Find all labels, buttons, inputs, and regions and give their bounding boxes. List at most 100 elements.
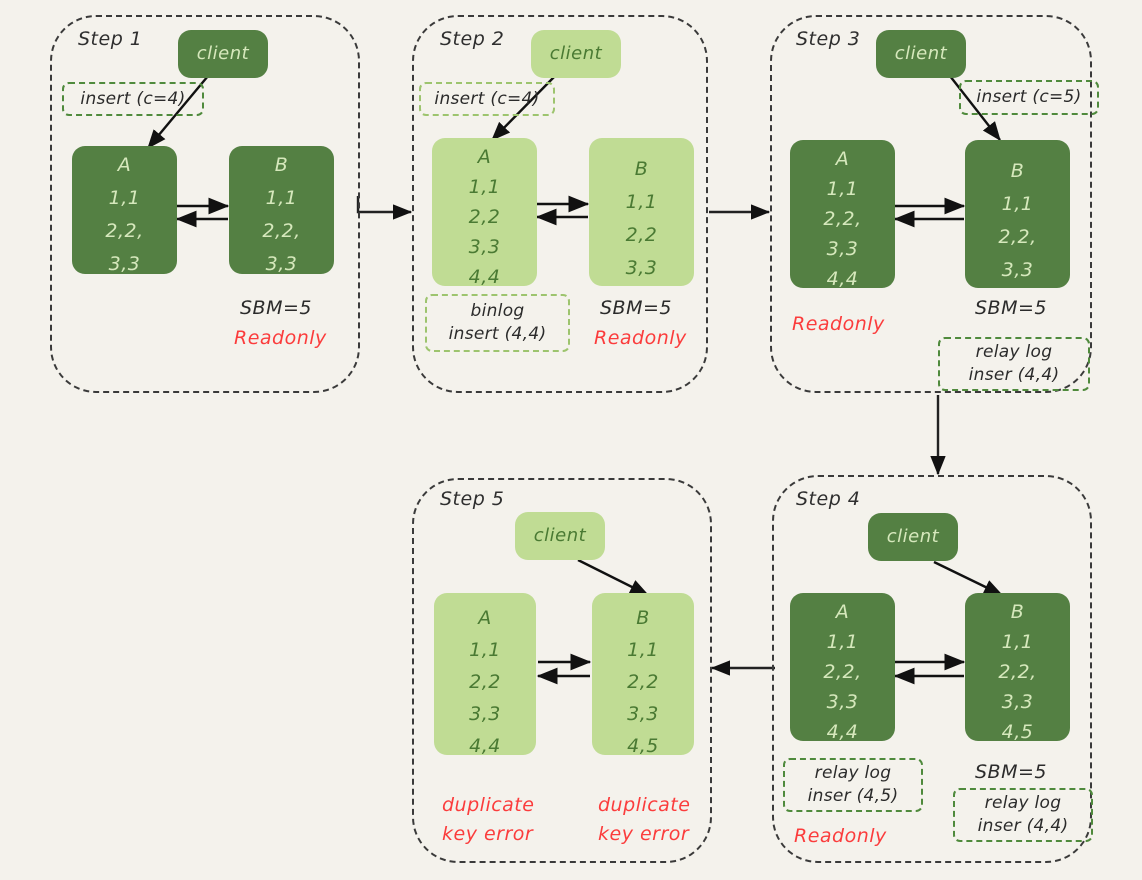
step3-node-b-row-1: 2,2, — [998, 226, 1037, 248]
step2-title: Step 2 — [440, 28, 505, 50]
step2-readonly-note: Readonly — [594, 327, 687, 349]
step2-sbm-note: SBM=5 — [600, 297, 672, 319]
step1-node-a-row-2: 3,3 — [108, 253, 141, 275]
step5-node-b-label: B — [636, 607, 650, 629]
step5-client-label: client — [533, 525, 587, 546]
step5-error-b-line2: key error — [598, 823, 690, 845]
step5-node-a-label: A — [478, 607, 492, 629]
step1-insert-tag: insert (c=4) — [62, 82, 204, 116]
step4-node-a[interactable]: A 1,1 2,2, 3,3 4,4 — [790, 593, 895, 743]
panel-step4[interactable] — [772, 475, 1092, 863]
step4-readonly-note: Readonly — [794, 825, 887, 847]
step5-error-a-line2: key error — [442, 823, 534, 845]
step2-node-b-row-1: 2,2 — [625, 224, 658, 246]
step4-node-a-row-0: 1,1 — [826, 631, 859, 653]
step3-relay-line1: relay log — [975, 342, 1053, 363]
step1-node-a-label: A — [117, 154, 132, 176]
step3-relay-tag: relay log inser (4,4) — [938, 337, 1090, 391]
step3-node-a-row-3: 4,4 — [826, 268, 859, 290]
step4-relay-a-line2: inser (4,5) — [807, 786, 899, 806]
step4-node-a-row-1: 2,2, — [823, 661, 862, 683]
step1-node-b-row-1: 2,2, — [262, 220, 301, 242]
step5-node-a-row-3: 4,4 — [469, 735, 501, 757]
step5-node-a[interactable]: A 1,1 2,2 3,3 4,4 — [434, 593, 536, 757]
step4-sbm-note: SBM=5 — [975, 761, 1047, 783]
step2-node-a-row-1: 2,2 — [468, 206, 501, 228]
panel-step3[interactable] — [770, 15, 1092, 393]
step5-error-b-line1: duplicate — [598, 794, 691, 816]
step3-node-b-row-0: 1,1 — [1001, 193, 1034, 215]
step4-node-b-row-3: 4,5 — [1001, 721, 1034, 743]
step4-node-b-row-2: 3,3 — [1001, 691, 1034, 713]
step2-node-a[interactable]: A 1,1 2,2 3,3 4,4 — [432, 138, 537, 288]
step4-node-b-row-1: 2,2, — [998, 661, 1037, 683]
step3-client-label: client — [894, 43, 948, 64]
step4-node-b[interactable]: B 1,1 2,2, 3,3 4,5 — [965, 593, 1070, 743]
step4-node-a-row-3: 4,4 — [826, 721, 859, 743]
step4-node-a-row-2: 3,3 — [826, 691, 859, 713]
step3-node-a-row-1: 2,2, — [823, 208, 862, 230]
step1-client-node[interactable]: client — [178, 30, 268, 78]
step5-node-b-row-1: 2,2 — [627, 671, 659, 693]
step3-readonly-note: Readonly — [792, 313, 885, 335]
step1-insert-text: insert (c=4) — [80, 88, 186, 109]
step5-client-node[interactable]: client — [515, 512, 605, 560]
step5-node-a-row-1: 2,2 — [469, 671, 501, 693]
step5-node-b-row-3: 4,5 — [627, 735, 659, 757]
step1-node-a-row-0: 1,1 — [108, 187, 141, 209]
step2-node-a-row-3: 4,4 — [468, 266, 501, 288]
step1-title: Step 1 — [78, 28, 143, 50]
step4-title: Step 4 — [796, 488, 861, 510]
arrow-step1-to-step2 — [356, 196, 413, 220]
step4-node-a-label: A — [835, 601, 850, 623]
step1-node-a[interactable]: A 1,1 2,2, 3,3 — [72, 146, 177, 274]
step3-client-node[interactable]: client — [876, 30, 966, 78]
step3-relay-line2: inser (4,4) — [968, 365, 1060, 385]
step2-node-a-row-2: 3,3 — [468, 236, 501, 258]
step3-node-a-row-0: 1,1 — [826, 178, 859, 200]
step2-client-label: client — [549, 43, 603, 64]
step4-relay-a-line1: relay log — [814, 763, 892, 784]
step3-node-b[interactable]: B 1,1 2,2, 3,3 — [965, 140, 1070, 288]
step2-node-b-label: B — [634, 158, 649, 180]
step4-relay-tag-a: relay log inser (4,5) — [783, 758, 923, 812]
step1-node-b-row-2: 3,3 — [265, 253, 298, 275]
step1-node-b-label: B — [274, 154, 289, 176]
step4-relay-tag-b: relay log inser (4,4) — [953, 788, 1093, 842]
step5-node-b-row-0: 1,1 — [627, 639, 659, 661]
step2-insert-tag: insert (c=4) — [419, 82, 555, 116]
step4-client-node[interactable]: client — [868, 513, 958, 561]
step4-relay-b-line1: relay log — [984, 793, 1062, 814]
step4-node-b-label: B — [1010, 601, 1025, 623]
step1-readonly-note: Readonly — [234, 327, 327, 349]
step2-node-b[interactable]: B 1,1 2,2 3,3 — [589, 138, 694, 286]
step1-node-a-row-1: 2,2, — [105, 220, 144, 242]
step2-binlog-line2: insert (4,4) — [448, 324, 547, 344]
step2-node-b-row-2: 3,3 — [625, 257, 658, 279]
step2-insert-text: insert (c=4) — [434, 88, 540, 109]
step3-sbm-note: SBM=5 — [975, 297, 1047, 319]
step5-node-b[interactable]: B 1,1 2,2 3,3 4,5 — [592, 593, 694, 757]
panel-step5[interactable] — [412, 478, 712, 863]
step1-node-b[interactable]: B 1,1 2,2, 3,3 — [229, 146, 334, 274]
step4-client-label: client — [886, 526, 940, 547]
step3-node-a-label: A — [835, 148, 850, 170]
step3-title: Step 3 — [796, 28, 861, 50]
step2-binlog-tag: binlog insert (4,4) — [425, 294, 570, 352]
step2-client-node[interactable]: client — [531, 30, 621, 78]
step5-node-a-row-2: 3,3 — [469, 703, 501, 725]
step2-node-b-row-0: 1,1 — [625, 191, 658, 213]
step5-node-a-row-0: 1,1 — [469, 639, 501, 661]
step3-insert-tag: insert (c=5) — [959, 80, 1099, 115]
step3-node-b-label: B — [1010, 160, 1025, 182]
panel-step2[interactable] — [412, 15, 708, 393]
step2-node-a-row-0: 1,1 — [468, 176, 501, 198]
step5-node-b-row-2: 3,3 — [627, 703, 659, 725]
step5-error-a-line1: duplicate — [442, 794, 535, 816]
step1-client-label: client — [196, 43, 250, 64]
step1-node-b-row-0: 1,1 — [265, 187, 298, 209]
step5-title: Step 5 — [440, 488, 505, 510]
step3-node-a[interactable]: A 1,1 2,2, 3,3 4,4 — [790, 140, 895, 290]
panel-step1[interactable] — [50, 15, 360, 393]
